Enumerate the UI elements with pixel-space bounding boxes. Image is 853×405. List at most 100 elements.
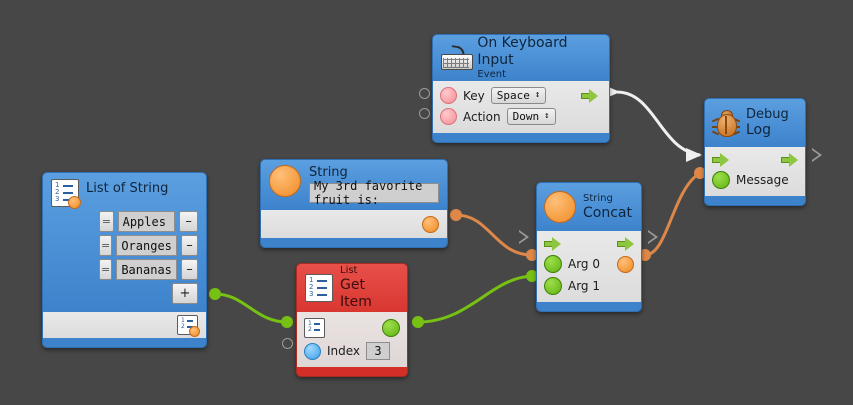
wire-list-to-getitem (214, 292, 288, 324)
node-string-concat[interactable]: String Concat Arg 0 Arg 1 (536, 182, 642, 312)
node-title: String (583, 192, 613, 204)
wire-endpoint-getitem-list-in (281, 316, 293, 328)
list-item-value[interactable]: Bananas (116, 259, 177, 280)
node-body: Arg 0 Arg 1 (537, 231, 641, 302)
node-title: List (340, 265, 358, 276)
arg1-input-socket[interactable] (544, 277, 562, 295)
row-arg0[interactable]: Arg 0 (537, 253, 641, 275)
node-header[interactable]: 1 2 3 List Get Item (297, 264, 407, 312)
node-footer (537, 302, 641, 311)
row-exec[interactable] (537, 235, 641, 253)
wire-endpoint-getitem-out (412, 316, 424, 328)
action-dropdown-value: Down (512, 110, 540, 123)
node-debug-log[interactable]: Debug Log Message (704, 98, 806, 206)
action-unconnected-socket[interactable] (419, 108, 430, 119)
wire-endpoint-list-out (209, 288, 221, 300)
exec-input-arrow[interactable] (544, 237, 561, 251)
drag-handle-icon[interactable]: = (99, 235, 113, 256)
key-unconnected-socket[interactable] (419, 88, 430, 99)
key-input-socket[interactable] (440, 87, 457, 104)
row-message[interactable]: Message (705, 169, 805, 191)
string-value-input[interactable]: My 3rd favorite fruit is: (309, 179, 439, 207)
exec-output-indicator (812, 148, 822, 162)
row-arg1[interactable]: Arg 1 (537, 275, 641, 297)
node-subtitle: Event (477, 69, 506, 80)
list-item-value[interactable]: Apples (117, 211, 176, 232)
node-subtitle: Get Item (340, 277, 372, 310)
remove-item-button[interactable]: – (180, 259, 198, 280)
list-input-icon: 1 2 (304, 318, 325, 338)
index-value-input[interactable]: 3 (366, 342, 391, 360)
concat-output-socket[interactable] (617, 255, 634, 273)
row-list-input[interactable]: 1 2 (297, 316, 407, 340)
arg1-label: Arg 1 (568, 279, 600, 293)
node-title: On Keyboard Input (477, 35, 568, 68)
chevron-updown-icon: ↕ (544, 111, 550, 121)
row-exec[interactable] (705, 151, 805, 169)
keyboard-icon (441, 45, 473, 70)
node-list-of-string[interactable]: 1 2 3 List of String = Apples – = Orange… (42, 172, 207, 348)
list-item[interactable]: = Oranges – (99, 235, 198, 256)
arg0-label: Arg 0 (568, 257, 600, 271)
node-header[interactable]: String Concat (537, 183, 641, 231)
remove-item-button[interactable]: – (180, 235, 198, 256)
string-output-socket[interactable] (422, 215, 439, 233)
exec-input-indicator (519, 230, 529, 244)
node-header[interactable]: 1 2 3 List of String = Apples – = Orange… (43, 173, 206, 312)
node-footer (705, 196, 805, 205)
node-body: Key Space ↕ Action Down ↕ (433, 81, 609, 133)
node-footer (261, 238, 447, 247)
drag-handle-icon[interactable]: = (99, 211, 114, 232)
wire-arrow-exec-end (686, 148, 702, 162)
key-dropdown-value: Space (496, 89, 530, 102)
row-action[interactable]: Action Down ↕ (433, 106, 609, 127)
exec-input-arrow[interactable] (712, 153, 729, 167)
node-header[interactable]: String My 3rd favorite fruit is: (261, 160, 447, 210)
list-item[interactable]: = Apples – (99, 211, 198, 232)
arg0-input-socket[interactable] (544, 255, 562, 273)
wire-exec-keyboard-to-log (616, 90, 701, 157)
list-icon: 1 2 3 (51, 179, 81, 209)
node-header[interactable]: On Keyboard Input Event (433, 35, 609, 81)
node-footer (43, 338, 206, 347)
node-subtitle: Log (746, 122, 772, 138)
message-input-socket[interactable] (712, 171, 730, 189)
index-input-socket[interactable] (304, 342, 321, 360)
node-body: Message (705, 147, 805, 196)
node-footer (297, 367, 407, 376)
row-index[interactable]: Index 3 (297, 340, 407, 362)
list-icon: 1 2 3 (305, 274, 333, 302)
row-key[interactable]: Key Space ↕ (433, 85, 609, 106)
node-string-literal[interactable]: String My 3rd favorite fruit is: (260, 159, 448, 248)
node-title: String (309, 165, 348, 180)
node-body: 1 2 (43, 312, 206, 338)
drag-handle-icon[interactable]: = (99, 259, 113, 280)
list-items: = Apples – = Oranges – = Bananas – + (99, 211, 198, 304)
orange-socket-icon (269, 165, 301, 197)
node-body: 1 2 Index 3 (297, 312, 407, 367)
remove-item-button[interactable]: – (179, 211, 198, 232)
wire-getitem-to-arg1 (417, 274, 533, 324)
node-on-keyboard-input[interactable]: On Keyboard Input Event Key Space ↕ Acti… (432, 34, 610, 143)
index-unconnected-socket[interactable] (282, 338, 293, 349)
list-item[interactable]: = Bananas – (99, 259, 198, 280)
node-header[interactable]: Debug Log (705, 99, 805, 147)
exec-output-arrow[interactable] (617, 237, 634, 251)
action-label: Action (463, 109, 501, 124)
exec-output-arrow[interactable] (581, 88, 598, 103)
wire-endpoint-string-out (450, 209, 462, 221)
action-input-socket[interactable] (440, 108, 457, 125)
key-dropdown[interactable]: Space ↕ (490, 87, 547, 104)
action-dropdown[interactable]: Down ↕ (506, 108, 556, 125)
index-label: Index (327, 344, 361, 358)
exec-output-arrow[interactable] (781, 153, 798, 167)
node-title: List of String (86, 181, 169, 196)
node-list-get-item[interactable]: 1 2 3 List Get Item 1 2 Index 3 (296, 263, 408, 377)
item-output-socket[interactable] (382, 319, 400, 337)
list-item-value[interactable]: Oranges (116, 235, 177, 256)
bug-icon (711, 110, 741, 137)
add-item-button[interactable]: + (172, 283, 198, 304)
list-output-icon: 1 2 (177, 315, 200, 337)
exec-output-indicator (648, 230, 658, 244)
